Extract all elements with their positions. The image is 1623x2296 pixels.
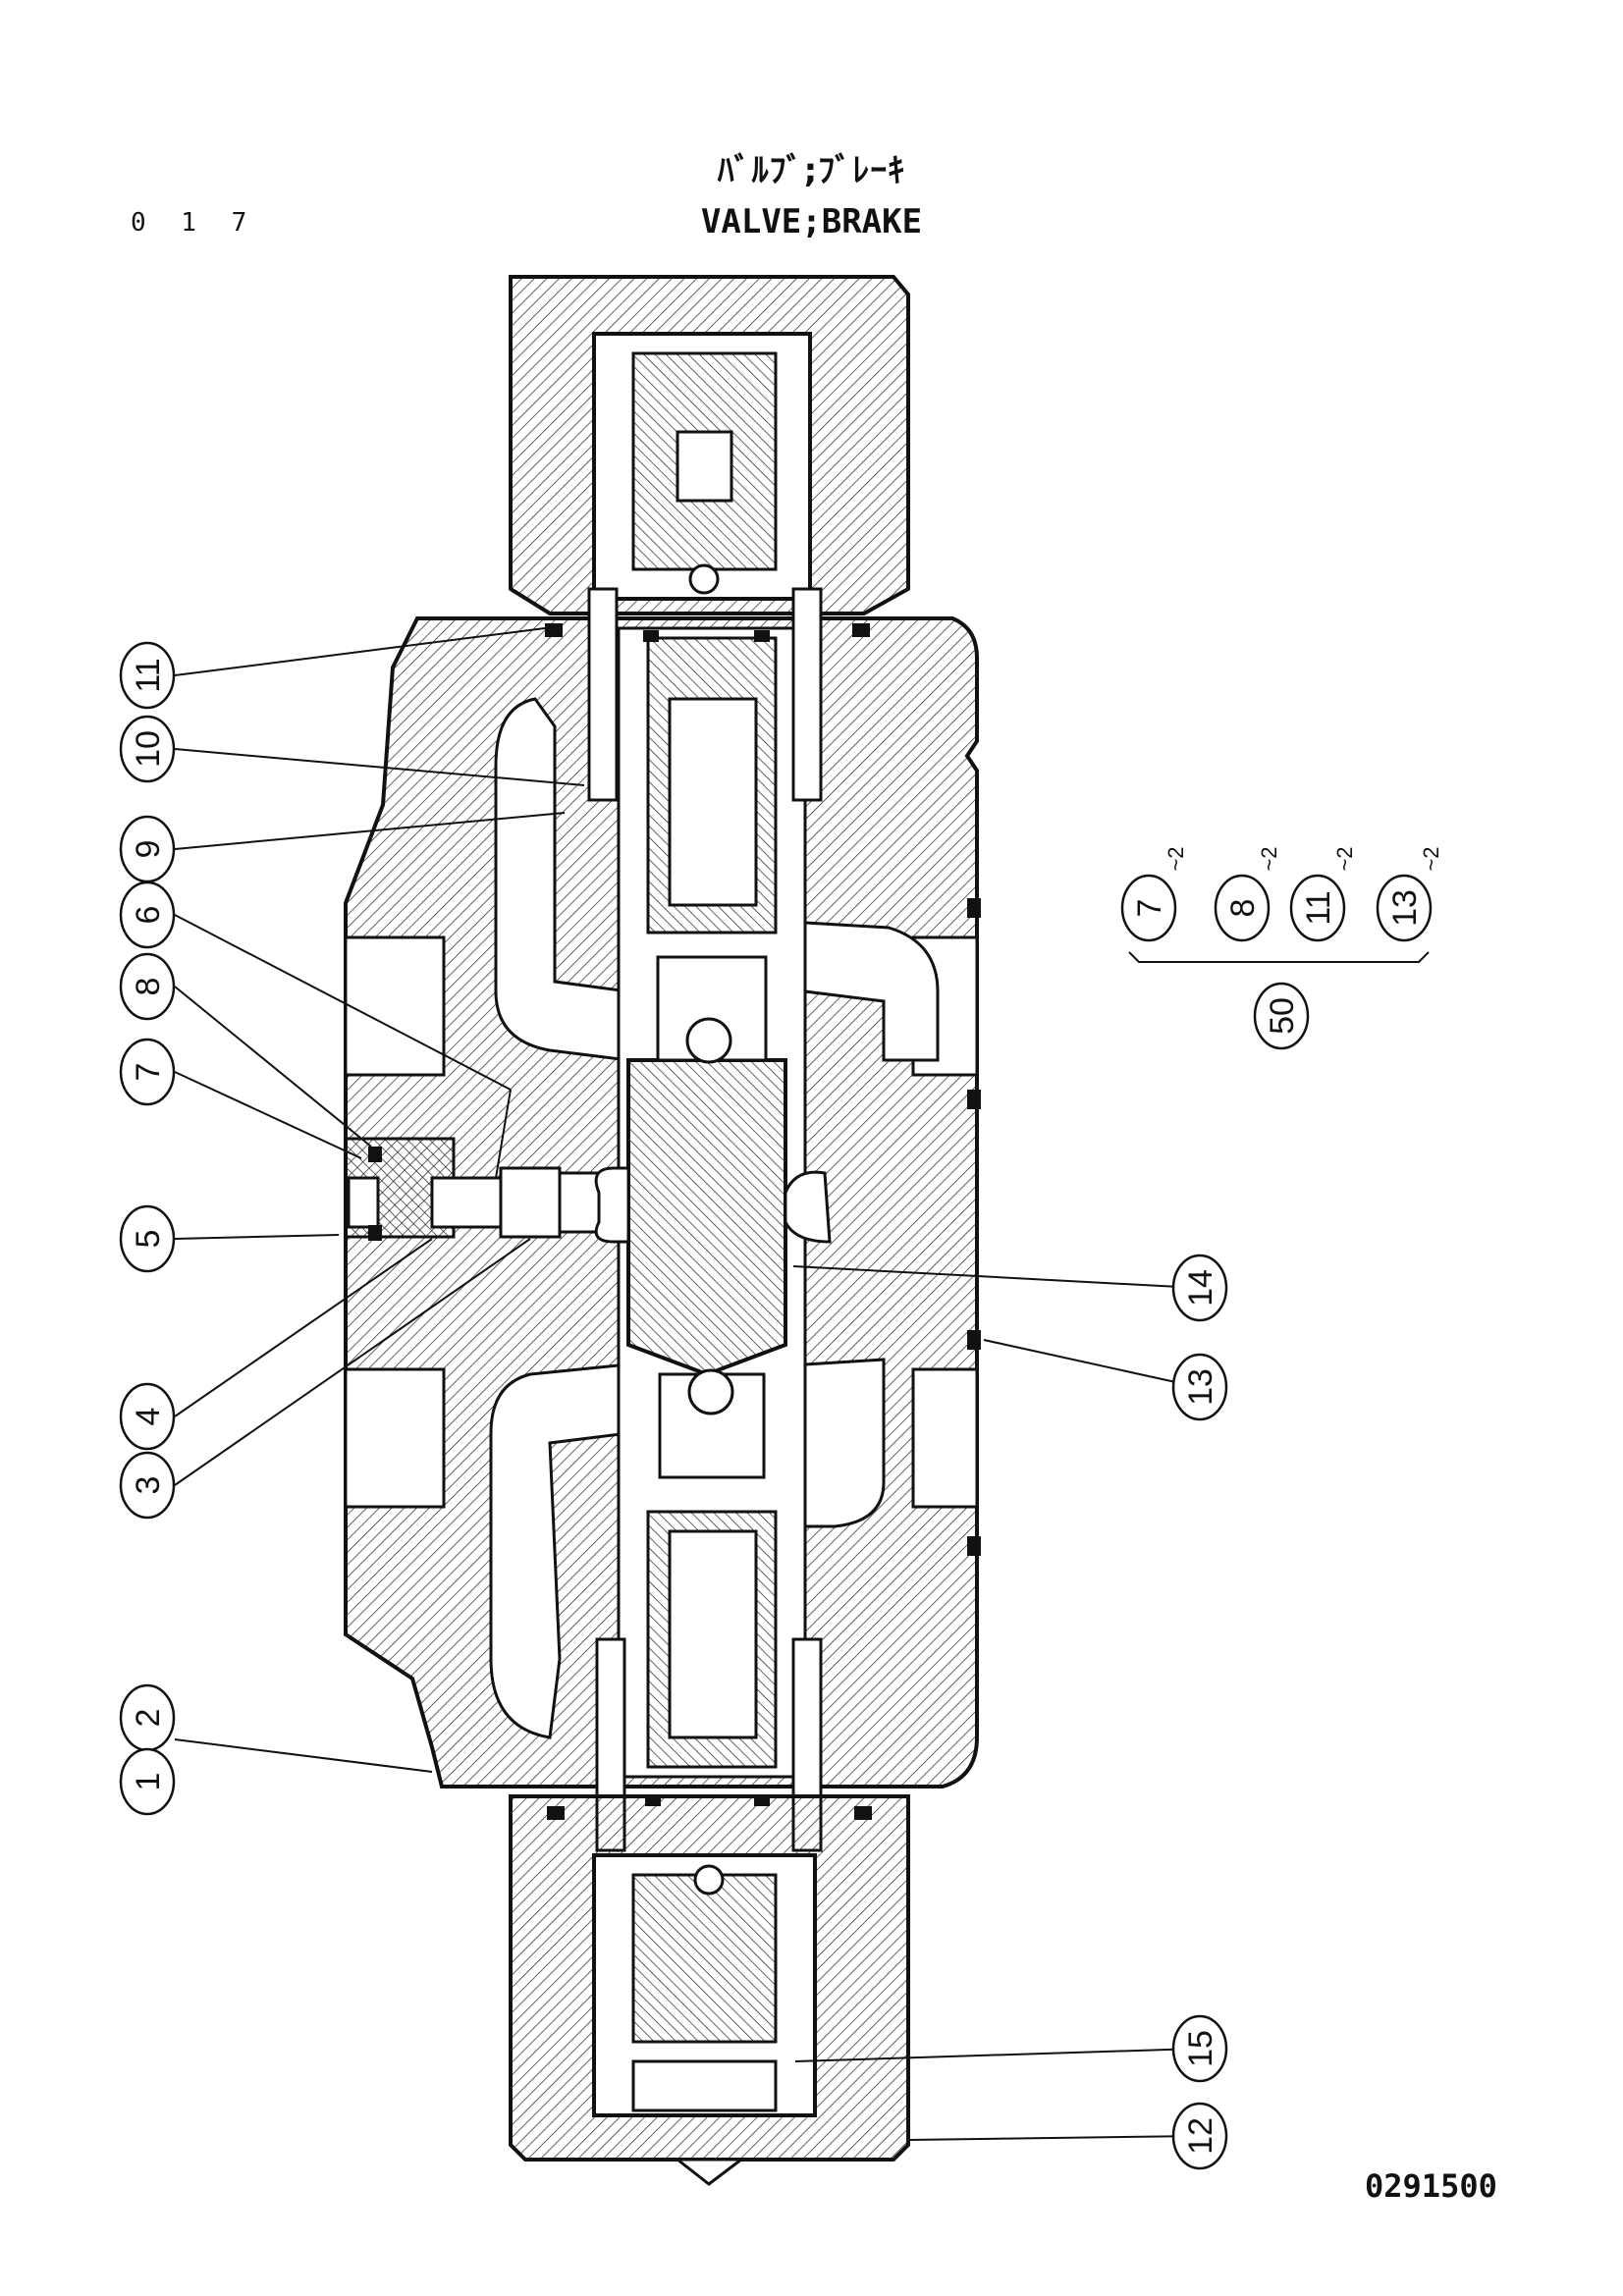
callout-label-12: 12 [1182, 2117, 1219, 2155]
callout-markers [119, 641, 1433, 2170]
callout-marker-11 [119, 641, 176, 710]
lower-cap [509, 1794, 910, 2186]
callout-marker-6 [119, 881, 176, 949]
kit-label-13: 13 [1386, 889, 1424, 927]
callout-marker-10 [119, 715, 176, 783]
kit-marker-11 [1289, 874, 1346, 942]
callout-label-14: 14 [1182, 1269, 1219, 1307]
callout-marker-8 [119, 952, 176, 1021]
callout-label-1: 1 [130, 1773, 167, 1791]
kit-label-11: 11 [1300, 890, 1337, 925]
kit-marker-8 [1214, 874, 1271, 942]
drawing-number: 0291500 [1365, 2167, 1497, 2205]
kit-marker-13 [1376, 874, 1433, 942]
kit-qty-8: ~2 [1257, 846, 1281, 871]
callout-label-3: 3 [130, 1476, 167, 1495]
callout-marker-13 [1171, 1353, 1228, 1421]
callout-label-10: 10 [130, 730, 167, 768]
callout-marker-4 [119, 1382, 176, 1451]
callout-label-8: 8 [130, 978, 167, 996]
title-english: VALVE;BRAKE [700, 202, 923, 241]
kit-label-8: 8 [1224, 899, 1262, 918]
kit-qty-11: ~2 [1332, 846, 1357, 871]
title-japanese: ﾊﾞﾙﾌﾞ;ﾌﾞﾚｰｷ [717, 151, 906, 190]
callout-label-11: 11 [130, 658, 167, 692]
callout-label-15: 15 [1182, 2030, 1219, 2067]
callout-marker-5 [119, 1204, 176, 1273]
callout-label-13: 13 [1182, 1368, 1219, 1406]
callout-marker-15 [1171, 2014, 1228, 2083]
kit-marker-7 [1120, 874, 1177, 942]
callout-marker-12 [1171, 2102, 1228, 2170]
kit-assembly-label: 50 [1264, 997, 1301, 1035]
callout-labels: 11 10 9 6 8 7 5 4 3 2 1 14 13 15 12 7 ~2… [130, 658, 1443, 2155]
callout-label-2: 2 [130, 1709, 167, 1728]
check-valve [344, 1137, 832, 1244]
leader-lines [174, 627, 1430, 2141]
callout-label-4: 4 [130, 1408, 167, 1426]
kit-qty-7: ~2 [1163, 846, 1188, 871]
callout-marker-3 [119, 1451, 176, 1520]
callout-marker-14 [1171, 1254, 1228, 1322]
callout-label-9: 9 [130, 840, 167, 859]
callout-marker-1 [119, 1747, 176, 1816]
callout-label-7: 7 [130, 1063, 167, 1082]
callout-label-5: 5 [130, 1230, 167, 1249]
seals [368, 623, 981, 1820]
spool [626, 636, 787, 1769]
kit-label-7: 7 [1131, 899, 1168, 918]
callout-marker-7 [119, 1038, 176, 1106]
kit-marker-50 [1253, 982, 1310, 1050]
page-number: 0 1 7 [131, 208, 257, 238]
callout-label-6: 6 [130, 906, 167, 925]
kit-qty-13: ~2 [1419, 846, 1443, 871]
upper-cap [509, 275, 910, 615]
